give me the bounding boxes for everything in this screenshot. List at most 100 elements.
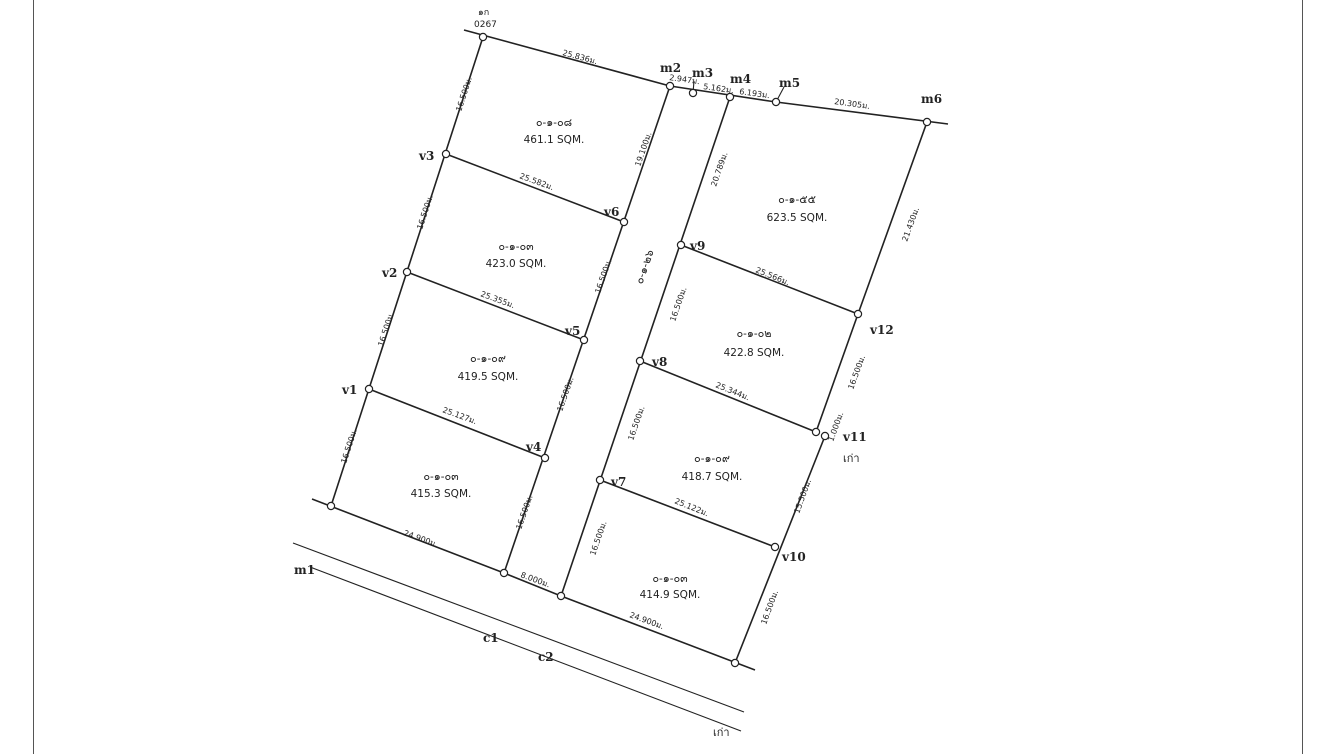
top-boundary-line-left: [463, 29, 671, 87]
dim-right-east-2: 16.500ม.: [846, 354, 867, 391]
right-block-south-edge: [560, 595, 756, 671]
dim-right-west-1: 20.789ม.: [709, 151, 729, 188]
plot-6-area: 422.8 SQM.: [724, 347, 785, 359]
dim-right-east-4: 15.500ม.: [792, 478, 813, 515]
dim-south-road: 8.000ม.: [519, 570, 551, 589]
street-line-c2: [309, 566, 742, 732]
plot-8-code: ๐-๑-๐๓: [652, 572, 687, 585]
drawing-frame: [33, 0, 1303, 754]
plot-3-code: ๐-๑-๐๙: [470, 352, 506, 365]
dim-right-west-2: 16.500ม.: [668, 286, 688, 323]
survey-point-v9: [676, 240, 686, 250]
marker-c2: c2: [538, 650, 554, 664]
marker-v1: v1: [341, 383, 357, 397]
dim-south-1: 24.900ม.: [402, 528, 439, 549]
survey-point-m1-corner: [326, 501, 336, 511]
plot-4-area: 415.3 SQM.: [411, 488, 472, 500]
left-block-south-edge: [311, 498, 505, 574]
survey-point-v4: [540, 453, 550, 463]
divider-v2-v5: [406, 271, 585, 341]
survey-point-m2: [665, 81, 675, 91]
plot-8-area: 414.9 SQM.: [640, 589, 701, 601]
marker-m2: m2: [660, 61, 681, 75]
plot-4-code: ๐-๑-๐๓: [423, 470, 458, 483]
survey-point-v6: [619, 217, 629, 227]
plot-labels: ๐-๑-๐๘ 461.1 SQM. ๐-๑-๐๓ 423.0 SQM. ๐-๑-…: [411, 116, 828, 601]
plot-2-code: ๐-๑-๐๓: [498, 240, 533, 253]
survey-point-v11a: [811, 427, 821, 437]
survey-point-south-mid: [556, 591, 566, 601]
road-code: ๐-๑-๒๖: [633, 248, 657, 286]
road-south-edge: [503, 572, 562, 597]
plot-6-code: ๐-๑-๐๒: [736, 327, 771, 340]
survey-point-v11b: [820, 431, 830, 441]
old-label-south: เก่า: [713, 726, 730, 739]
plot-5-area: 623.5 SQM.: [767, 212, 828, 224]
survey-point-v7: [595, 475, 605, 485]
plot-lines: [292, 29, 949, 732]
old-label-east: เก่า: [843, 452, 860, 465]
survey-point-m5: [771, 97, 781, 107]
marker-v4: v4: [525, 440, 541, 454]
survey-point-m6: [922, 117, 932, 127]
right-block-west-edge: [560, 96, 731, 597]
dim-left-east-3: 16.500ม.: [555, 376, 575, 413]
plot-2-area: 423.0 SQM.: [486, 258, 547, 270]
dim-top-5: 20.305ม.: [834, 97, 871, 111]
dimension-labels: 25.836ม. 2.947ม. 5.162ม. 6.193ม. 20.305ม…: [339, 48, 921, 631]
plot-1-area: 461.1 SQM.: [524, 134, 585, 146]
right-block-east-edge-mid: [815, 313, 859, 433]
dim-top-4: 6.193ม.: [739, 87, 771, 100]
right-block-east-edge-lower: [734, 435, 826, 664]
survey-point-south-left: [499, 568, 509, 578]
marker-v10: v10: [781, 550, 806, 564]
dim-west-1: 16.500ม.: [454, 76, 474, 113]
marker-c1: c1: [483, 631, 499, 645]
marker-m6: m6: [921, 92, 942, 106]
divider-v7-v10: [599, 479, 776, 548]
survey-point-v10: [770, 542, 780, 552]
top-boundary-line-right: [775, 101, 949, 125]
dim-left-east-2: 16.500ม.: [593, 258, 613, 295]
marker-v9: v9: [689, 239, 705, 253]
survey-point-south-right: [730, 658, 740, 668]
plot-1-code: ๐-๑-๐๘: [536, 116, 572, 129]
survey-point-v8: [635, 356, 645, 366]
dim-left-east-4: 16.500ม.: [514, 494, 534, 531]
marker-v3: v3: [418, 149, 434, 163]
marker-v12: v12: [869, 323, 894, 337]
plot-7-area: 418.7 SQM.: [682, 471, 743, 483]
marker-v5: v5: [564, 324, 580, 338]
top-code-label: ๑ก: [478, 8, 489, 18]
survey-point-m4: [725, 92, 735, 102]
survey-point-v12: [853, 309, 863, 319]
survey-point-v5: [579, 335, 589, 345]
dim-west-2: 16.500ม.: [415, 194, 435, 231]
street-line-c1: [292, 542, 745, 713]
dim-div-3: 25.127ม.: [441, 405, 478, 426]
marker-v6: v6: [603, 205, 619, 219]
top-boundary-line-mid: [669, 85, 777, 103]
dim-west-4: 16.500ม.: [339, 428, 359, 465]
marker-m1: m1: [294, 563, 315, 577]
marker-m3: m3: [692, 66, 713, 80]
dim-top-1: 25.836ม.: [561, 48, 598, 66]
plot-7-code: ๐-๑-๐๙: [694, 452, 730, 465]
marker-labels: ๑ก 0267 m1 m2 m3 m4 m5 m6 v1 v2 v3 v4 v5…: [294, 8, 942, 739]
marker-v7: v7: [610, 475, 626, 489]
survey-point-m3: [688, 88, 698, 98]
survey-point-v3: [441, 149, 451, 159]
marker-m4: m4: [730, 72, 751, 86]
dim-right-east-1: 21.430ม.: [900, 206, 921, 243]
dim-top-2: 2.947ม.: [669, 73, 701, 86]
marker-m5: m5: [779, 76, 800, 90]
plot-3-area: 419.5 SQM.: [458, 371, 519, 383]
dim-left-east-1: 19.100ม.: [633, 131, 653, 168]
survey-point-top: [478, 32, 488, 42]
dim-right-west-4: 16.500ม.: [588, 520, 608, 557]
top-number-label: 0267: [474, 20, 497, 30]
marker-v8: v8: [651, 355, 667, 369]
plot-5-code: ๐-๑-๕๕: [778, 193, 816, 206]
divider-v8-v11: [639, 360, 817, 433]
